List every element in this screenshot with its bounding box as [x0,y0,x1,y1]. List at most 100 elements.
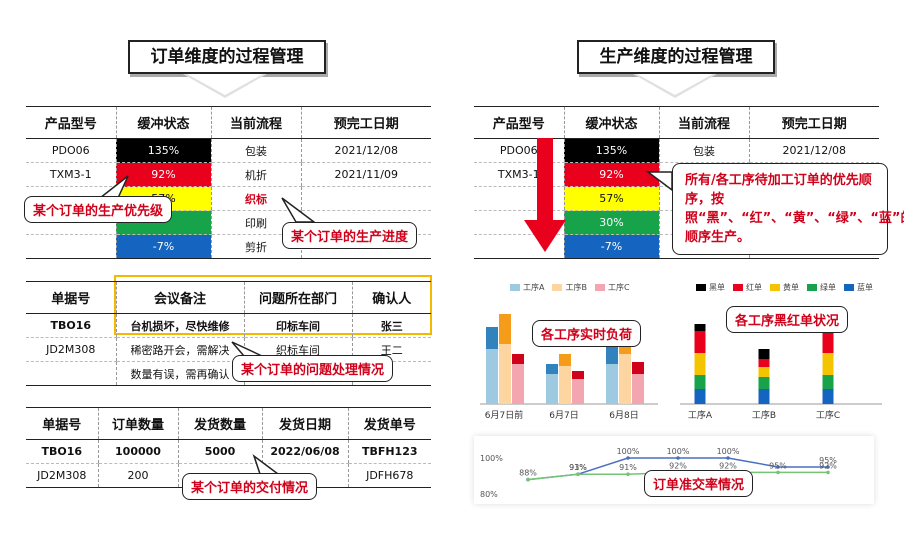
data-point [626,472,630,476]
callout-load: 各工序实时负荷 [532,320,642,347]
col-header: 问题所在部门 [243,281,352,314]
bar-segment [822,389,834,404]
bar-segment [694,331,706,353]
col-header: 发货单号 [347,407,431,440]
legend-swatch [696,284,706,291]
callout-sequence: 所有/各工序待加工订单的优先顺序，按照“黑”、“红”、“黄”、“绿”、“蓝”的顺… [672,163,904,255]
bar-segment [822,331,834,353]
y-tick-label: 100% [480,454,503,463]
priority-arrow [524,138,566,252]
bar-segment [559,366,571,404]
data-label: 92% [719,461,737,470]
col-header: 产品型号 [474,106,564,139]
legend-label: 黑单 [709,283,725,292]
table-cell-doc [26,361,116,386]
table-cell-buffer: 135% [563,138,659,163]
table-cell-process: 包装 [210,138,301,163]
bar-segment [694,353,706,375]
data-label: 100% [717,447,740,456]
table-cell-date [300,186,431,211]
table-cell-note: 数量有误，需再确认 [115,361,244,386]
data-point [826,465,830,469]
col-header: 缓冲状态 [563,106,659,139]
x-tick-label: 6月7日 [549,410,578,421]
left-title: 订单维度的过程管理 [128,40,326,74]
legend-swatch [807,284,817,291]
bar-segment [619,354,631,404]
bar-segment [512,364,524,404]
data-point [826,470,830,475]
legend-label: 工序A [523,283,545,292]
legend-label: 工序C [607,283,630,292]
table-cell-doc: JD2M308 [26,463,98,488]
col-header: 订单数量 [97,407,178,440]
x-tick-label: 6月8日 [609,410,638,421]
callout-problem: 某个订单的问题处理情况 [232,355,394,382]
col-header: 预完工日期 [748,106,879,139]
col-header: 当前流程 [658,106,749,139]
bar-segment [606,364,618,404]
bar-segment [512,354,524,364]
legend-swatch [510,284,520,291]
data-point [776,465,780,469]
col-header: 发货日期 [261,407,348,440]
table-header-row: 产品型号 缓冲状态 当前流程 预完工日期 [474,106,879,139]
bar-segment [499,344,511,404]
table-cell-date: 2021/12/08 [748,138,879,163]
callout-rate: 订单准交率情况 [644,470,754,497]
bar-segment [632,374,644,404]
data-label: 91% [619,463,637,472]
data-point [676,456,680,460]
table-cell-date: 2021/12/08 [300,138,431,163]
table-cell-model: PDO06 [26,138,116,163]
legend-swatch [733,284,743,291]
col-header: 发货数量 [177,407,262,440]
data-label: 100% [617,447,640,456]
bar-segment [572,371,584,379]
data-label: 88% [519,469,537,478]
right-title: 生产维度的过程管理 [577,40,775,74]
bar-segment [694,324,706,331]
bar-segment [758,359,770,367]
table-cell-process: 织标 [210,186,301,211]
col-header: 当前流程 [210,106,301,139]
data-label: 92% [669,461,687,470]
callout-progress: 某个订单的生产进度 [282,222,418,249]
data-label: 95% [819,456,837,465]
table-cell-buffer: 30% [563,210,659,235]
table-cell-note: 台机损坏，尽快维修 [115,313,244,338]
legend-label: 黄单 [783,283,799,292]
table-cell-doc: TBO16 [26,439,98,464]
bar-segment [559,354,571,366]
col-header: 产品型号 [26,106,116,139]
table-cell-qty: 200 [97,463,178,488]
data-point [526,477,530,482]
legend-swatch [770,284,780,291]
table-cell-date: 2021/11/09 [300,162,431,187]
bar-segment [546,374,558,404]
callout-delivery: 某个订单的交付情况 [182,473,318,500]
right-title-arrow-inner [637,74,713,95]
data-point [626,456,630,460]
table-row[interactable]: 数量有误，需再确认 [26,361,431,386]
bar-segment [758,377,770,389]
table-cell-note: 稀密路开会，需解决 [115,337,244,362]
col-header: 预完工日期 [300,106,431,139]
bar-segment [758,349,770,359]
data-label: 100% [667,447,690,456]
col-header: 缓冲状态 [115,106,211,139]
table-cell-buffer: -7% [115,234,211,259]
table-header-row: 单据号 会议备注 问题所在部门 确认人 [26,281,431,314]
callout-status: 各工序黑红单状况 [726,306,849,333]
table-cell-buffer: 135% [115,138,211,163]
bar-segment [632,362,644,374]
